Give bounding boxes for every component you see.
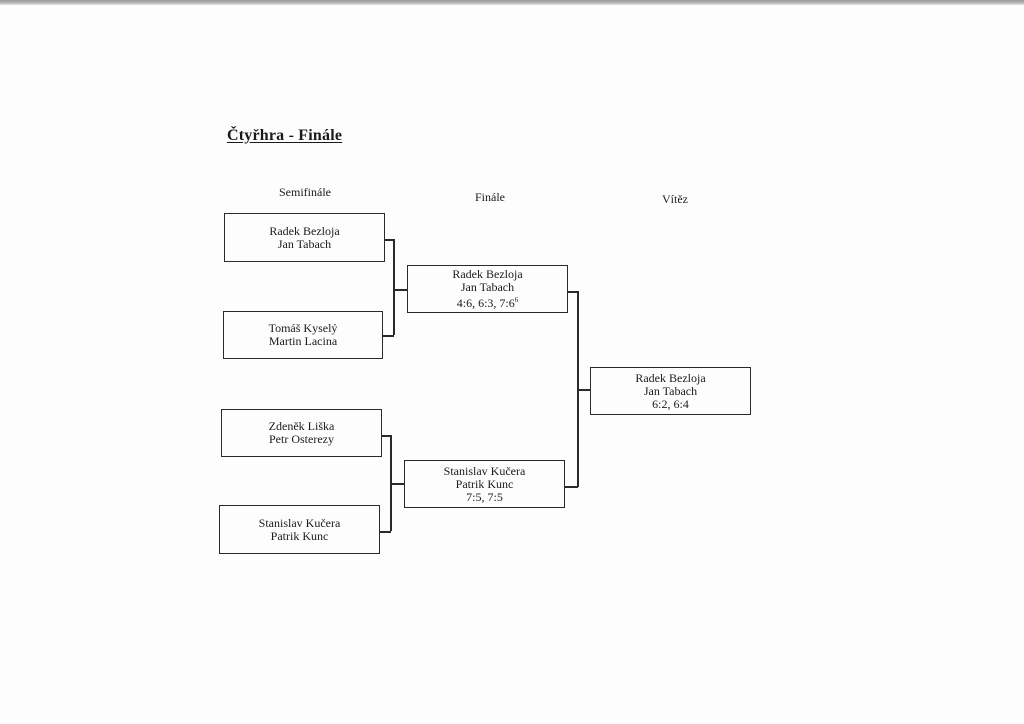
winner-box: Radek Bezloja Jan Tabach 6:2, 6:4 xyxy=(590,367,751,415)
player-name: Tomáš Kyselý xyxy=(268,321,338,335)
match-score: 6:2, 6:4 xyxy=(652,396,689,411)
column-header-winner: Vítěz xyxy=(662,192,688,206)
semifinal-match-2: Tomáš Kyselý Martin Lacina xyxy=(223,311,383,359)
connector-line xyxy=(382,435,391,437)
connector-line xyxy=(385,239,394,241)
page-title: Čtyřhra - Finále xyxy=(227,127,343,144)
player-name: Stanislav Kučera xyxy=(258,515,341,530)
column-header-semifinal: Semifinále xyxy=(279,185,331,199)
tiebreak-score: 6 xyxy=(514,296,519,304)
final-match-2: Stanislav Kučera Patrik Kunc 7:5, 7:5 xyxy=(404,460,565,508)
semifinal-match-4: Stanislav Kučera Patrik Kunc xyxy=(219,505,380,554)
player-name: Zdeněk Liška xyxy=(268,419,335,433)
connector-line xyxy=(568,291,578,293)
player-name: Patrik Kunc xyxy=(455,476,514,491)
column-header-final: Finále xyxy=(475,190,505,204)
scan-edge xyxy=(0,0,1024,5)
connector-line xyxy=(393,289,408,291)
player-name: Radek Bezloja xyxy=(269,223,340,238)
semifinal-match-1: Radek Bezloja Jan Tabach xyxy=(224,213,385,262)
score-text: 4:6, 6:3, 7:6 xyxy=(456,296,515,310)
semifinal-match-3: Zdeněk Liška Petr Osterezy xyxy=(221,409,382,457)
connector-line xyxy=(577,389,591,391)
player-name: Stanislav Kučera xyxy=(443,463,526,478)
connector-line xyxy=(565,486,578,488)
match-score: 4:6, 6:3, 7:66 xyxy=(457,294,519,310)
connector-line xyxy=(390,483,405,485)
player-name: Jan Tabach xyxy=(460,280,515,294)
player-name: Jan Tabach xyxy=(277,236,332,251)
connector-line xyxy=(380,531,391,533)
connector-line xyxy=(393,239,395,335)
connector-line xyxy=(383,335,394,337)
player-name: Radek Bezloja xyxy=(635,370,706,385)
player-name: Jan Tabach xyxy=(643,383,698,398)
match-score: 7:5, 7:5 xyxy=(466,489,503,504)
player-name: Patrik Kunc xyxy=(270,528,329,543)
player-name: Martin Lacina xyxy=(268,334,338,348)
player-name: Radek Bezloja xyxy=(452,267,523,281)
player-name: Petr Osterezy xyxy=(269,432,334,446)
final-match-1: Radek Bezloja Jan Tabach 4:6, 6:3, 7:66 xyxy=(407,265,568,313)
